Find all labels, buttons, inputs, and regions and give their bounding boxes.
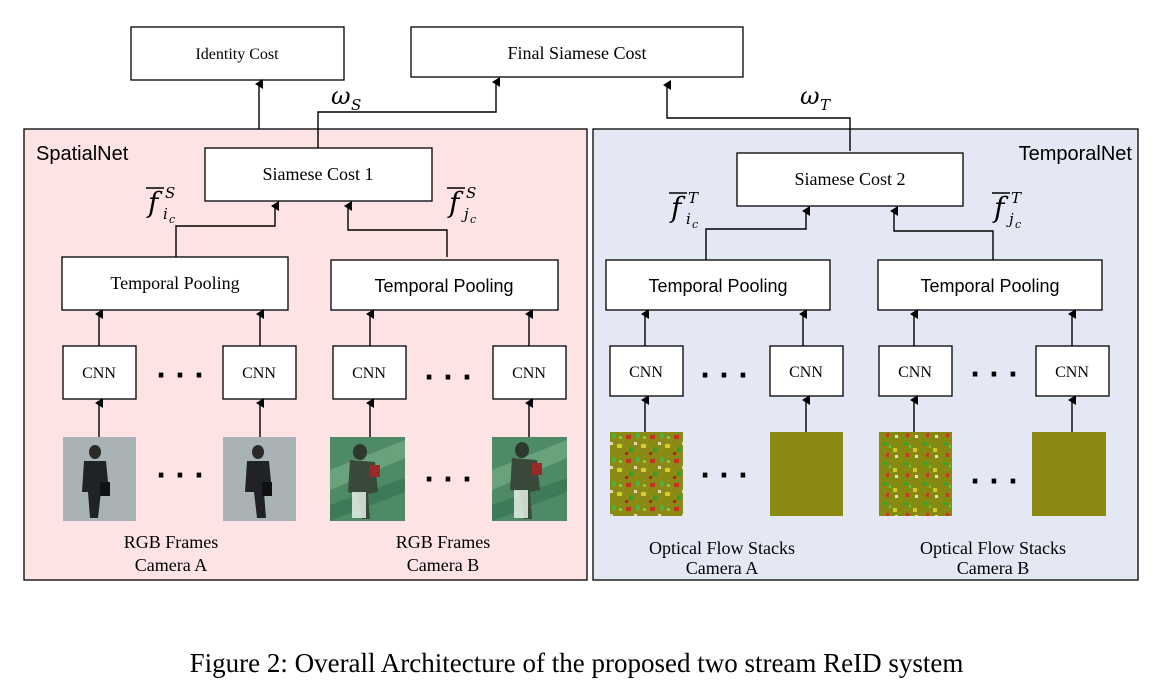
feat-sup: S <box>466 184 476 202</box>
temporal-siamese-label: Siamese Cost 2 <box>795 169 906 189</box>
spatial-pooling-b: Temporal Pooling <box>330 259 559 311</box>
architecture-diagram: Identity Cost Final Siamese Cost Spatial… <box>23 26 1139 581</box>
identity-cost-box: Identity Cost <box>130 26 345 81</box>
feat-sub: j <box>461 205 469 223</box>
omega-s-subscript: S <box>351 96 361 114</box>
temporalnet-title: TemporalNet <box>1019 143 1133 165</box>
spatial-cnn-1: CNN <box>62 345 137 400</box>
cnn-label: CNN <box>82 365 116 382</box>
omega-s-symbol: ω <box>331 82 351 110</box>
temporal-cnn-4: CNN <box>1035 345 1110 397</box>
rgb-frame-camera-a-1 <box>63 437 136 521</box>
flow-camera-a-line1: Optical Flow Stacks <box>649 538 795 558</box>
ellipsis-dots: · · · <box>700 461 748 491</box>
identity-cost-label: Identity Cost <box>195 46 279 63</box>
flow-camera-a-line2: Camera A <box>686 558 758 578</box>
spatial-cnn-2: CNN <box>222 345 297 400</box>
rgb-camera-b-line2: Camera B <box>407 555 479 575</box>
optical-flow-camera-b-1 <box>879 432 952 516</box>
cnn-label: CNN <box>242 365 276 382</box>
rgb-camera-a-line2: Camera A <box>135 555 207 575</box>
feat-sub: i <box>686 210 691 228</box>
flow-camera-b-line1: Optical Flow Stacks <box>920 538 1066 558</box>
omega-t-symbol: ω <box>800 82 820 110</box>
ellipsis-dots: · · · <box>970 467 1018 497</box>
spatial-siamese-cost-box: Siamese Cost 1 <box>204 147 433 202</box>
rgb-frame-camera-a-2 <box>223 437 296 521</box>
pooling-label: Temporal Pooling <box>110 273 239 293</box>
optical-flow-camera-a-2 <box>770 432 843 516</box>
feat-sup: T <box>688 189 699 207</box>
rgb-camera-a-line1: RGB Frames <box>124 532 219 552</box>
final-siamese-cost-box: Final Siamese Cost <box>410 26 744 78</box>
ellipsis-dots: · · · <box>156 461 204 491</box>
temporal-siamese-cost-box: Siamese Cost 2 <box>736 152 964 207</box>
spatialnet-title: SpatialNet <box>36 143 129 165</box>
ellipsis-dots: · · · <box>424 465 472 495</box>
arrow-pool-b-to-siamese1 <box>344 201 448 257</box>
pooling-label: Temporal Pooling <box>648 276 787 296</box>
cnn-label: CNN <box>512 365 546 382</box>
arrow-pool-a-to-siamese2 <box>705 206 810 260</box>
arrow-temporal-to-final <box>663 80 851 151</box>
optical-flow-camera-a-1 <box>610 432 683 516</box>
arrow-pool-b-to-siamese2 <box>890 206 994 260</box>
temporal-pooling-a: Temporal Pooling <box>605 259 831 311</box>
ellipsis-dots: · · · <box>156 361 204 391</box>
rgb-frame-camera-b-2 <box>492 437 567 521</box>
feat-subsub: c <box>692 218 698 231</box>
spatial-cnn-4: CNN <box>492 345 567 400</box>
pooling-label: Temporal Pooling <box>374 276 513 296</box>
feat-sup: T <box>1011 189 1022 207</box>
pooling-label: Temporal Pooling <box>920 276 1059 296</box>
omega-t-weight: ω T <box>800 82 831 114</box>
feat-subsub: c <box>470 213 476 226</box>
arrow-spatial-to-final <box>317 77 500 148</box>
optical-flow-camera-b-2 <box>1032 432 1106 516</box>
cnn-label: CNN <box>898 364 932 381</box>
ellipsis-dots: · · · <box>970 360 1018 390</box>
spatial-pooling-a: Temporal Pooling <box>61 256 289 311</box>
cnn-label: CNN <box>1055 364 1089 381</box>
cnn-label: CNN <box>789 364 823 381</box>
cnn-label: CNN <box>629 364 663 381</box>
feat-subsub: c <box>1015 218 1021 231</box>
ellipsis-dots: · · · <box>700 361 748 391</box>
final-siamese-cost-label: Final Siamese Cost <box>508 43 647 63</box>
temporal-cnn-3: CNN <box>878 345 953 397</box>
spatial-cnn-3: CNN <box>332 345 407 400</box>
feat-sup: S <box>165 184 175 202</box>
omega-t-subscript: T <box>820 96 831 114</box>
flow-camera-b-line2: Camera B <box>957 558 1029 578</box>
rgb-frame-camera-b-1 <box>330 437 405 521</box>
temporal-cnn-1: CNN <box>609 345 684 397</box>
feat-sub: j <box>1006 210 1014 228</box>
figure-caption: Figure 2: Overall Architecture of the pr… <box>189 648 964 678</box>
feat-subsub: c <box>169 213 175 226</box>
arrow-pool-a-to-siamese1 <box>175 201 279 257</box>
feat-sub: i <box>163 205 168 223</box>
ellipsis-dots: · · · <box>424 363 472 393</box>
spatial-siamese-label: Siamese Cost 1 <box>263 164 374 184</box>
cnn-label: CNN <box>352 365 386 382</box>
temporal-pooling-b: Temporal Pooling <box>877 259 1103 311</box>
rgb-camera-b-line1: RGB Frames <box>396 532 491 552</box>
temporal-cnn-2: CNN <box>769 345 844 397</box>
omega-s-weight: ω S <box>331 82 361 114</box>
